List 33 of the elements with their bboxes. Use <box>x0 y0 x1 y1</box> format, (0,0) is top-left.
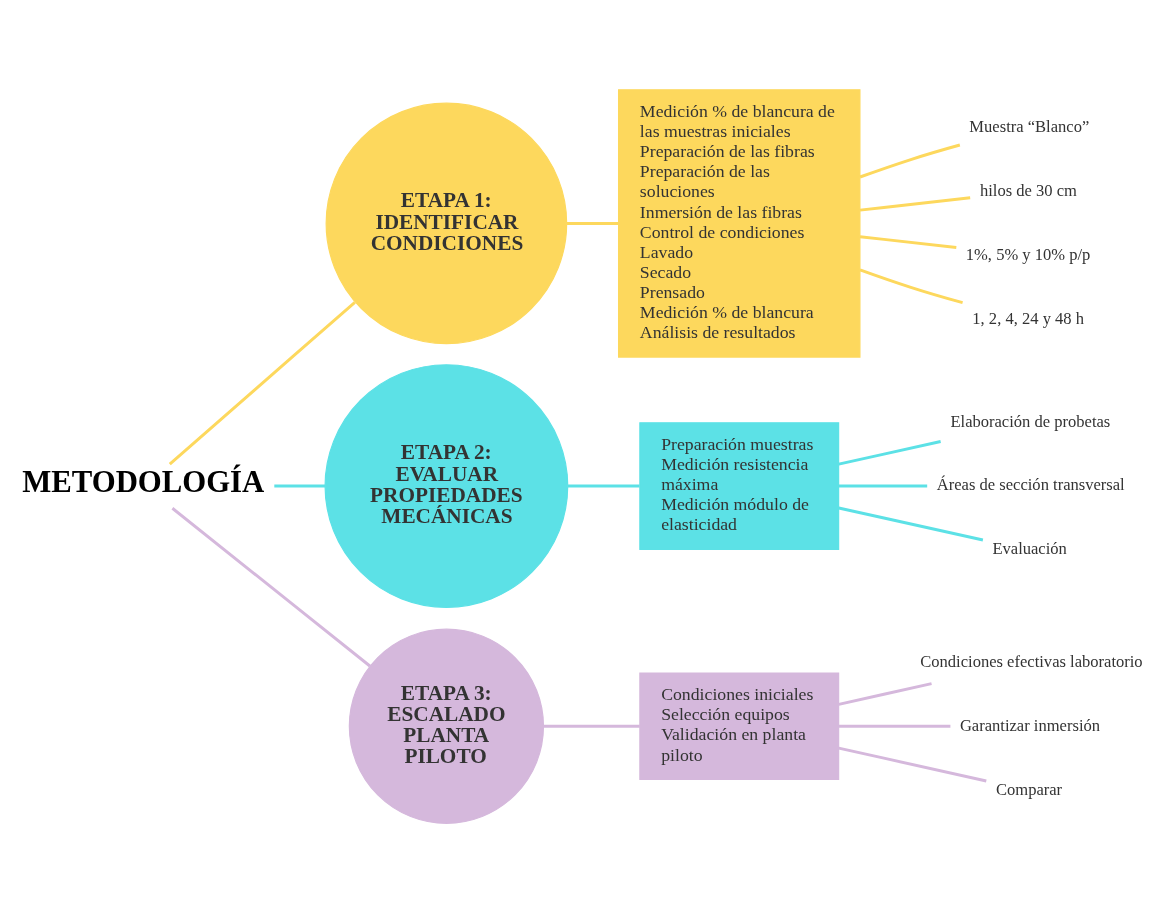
node-circle: ETAPA 3: ESCALADO PLANTA PILOTO <box>348 628 545 824</box>
connector <box>838 484 928 488</box>
node-text: 1, 2, 4, 24 y 48 h <box>972 308 1085 328</box>
connector <box>838 440 941 466</box>
node-text: Evaluación <box>992 539 1067 559</box>
node-text: 1%, 5% y 10% p/p <box>965 244 1091 264</box>
connector <box>859 235 957 249</box>
connector <box>838 682 932 706</box>
node-text: Garantizar inmersión <box>959 715 1101 735</box>
node-box: Condiciones iniciales Selección equipos Validación en planta piloto <box>639 672 840 781</box>
connector <box>859 196 971 212</box>
connector <box>171 507 371 668</box>
node-box: Medición % de blancura de las muestras iniciales Preparación de las fibras Preparación de las soluciones Inmersión de las fibras Control de condiciones Lavado Secado Prensado Medición % de blancura Análisis de resultados <box>618 89 861 358</box>
connector <box>838 746 987 783</box>
connector <box>543 724 640 728</box>
connector <box>859 143 961 179</box>
node-text: hilos de 30 cm <box>980 180 1077 200</box>
connector <box>859 268 963 305</box>
connector <box>567 221 619 225</box>
node-text: Áreas de sección transversal <box>936 475 1125 495</box>
connector <box>168 301 356 466</box>
node-box: Preparación muestras Medición resistencia máxima Medición módulo de elasticidad <box>639 422 840 550</box>
connector <box>567 484 640 488</box>
connector <box>838 724 951 728</box>
node-text: Condiciones efectivas laboratorio <box>920 651 1143 671</box>
node-text: METODOLOGÍA <box>22 465 265 500</box>
node-text: Comparar <box>995 779 1063 799</box>
connector <box>838 506 984 542</box>
node-circle: ETAPA 1: IDENTIFICAR CONDICIONES <box>325 102 568 345</box>
node-text: Elaboración de probetas <box>950 411 1111 431</box>
node-text: Muestra “Blanco” <box>969 116 1090 136</box>
connector <box>274 484 326 488</box>
node-circle: ETAPA 2: EVALUAR PROPIEDADES MECÁNICAS <box>324 364 569 608</box>
